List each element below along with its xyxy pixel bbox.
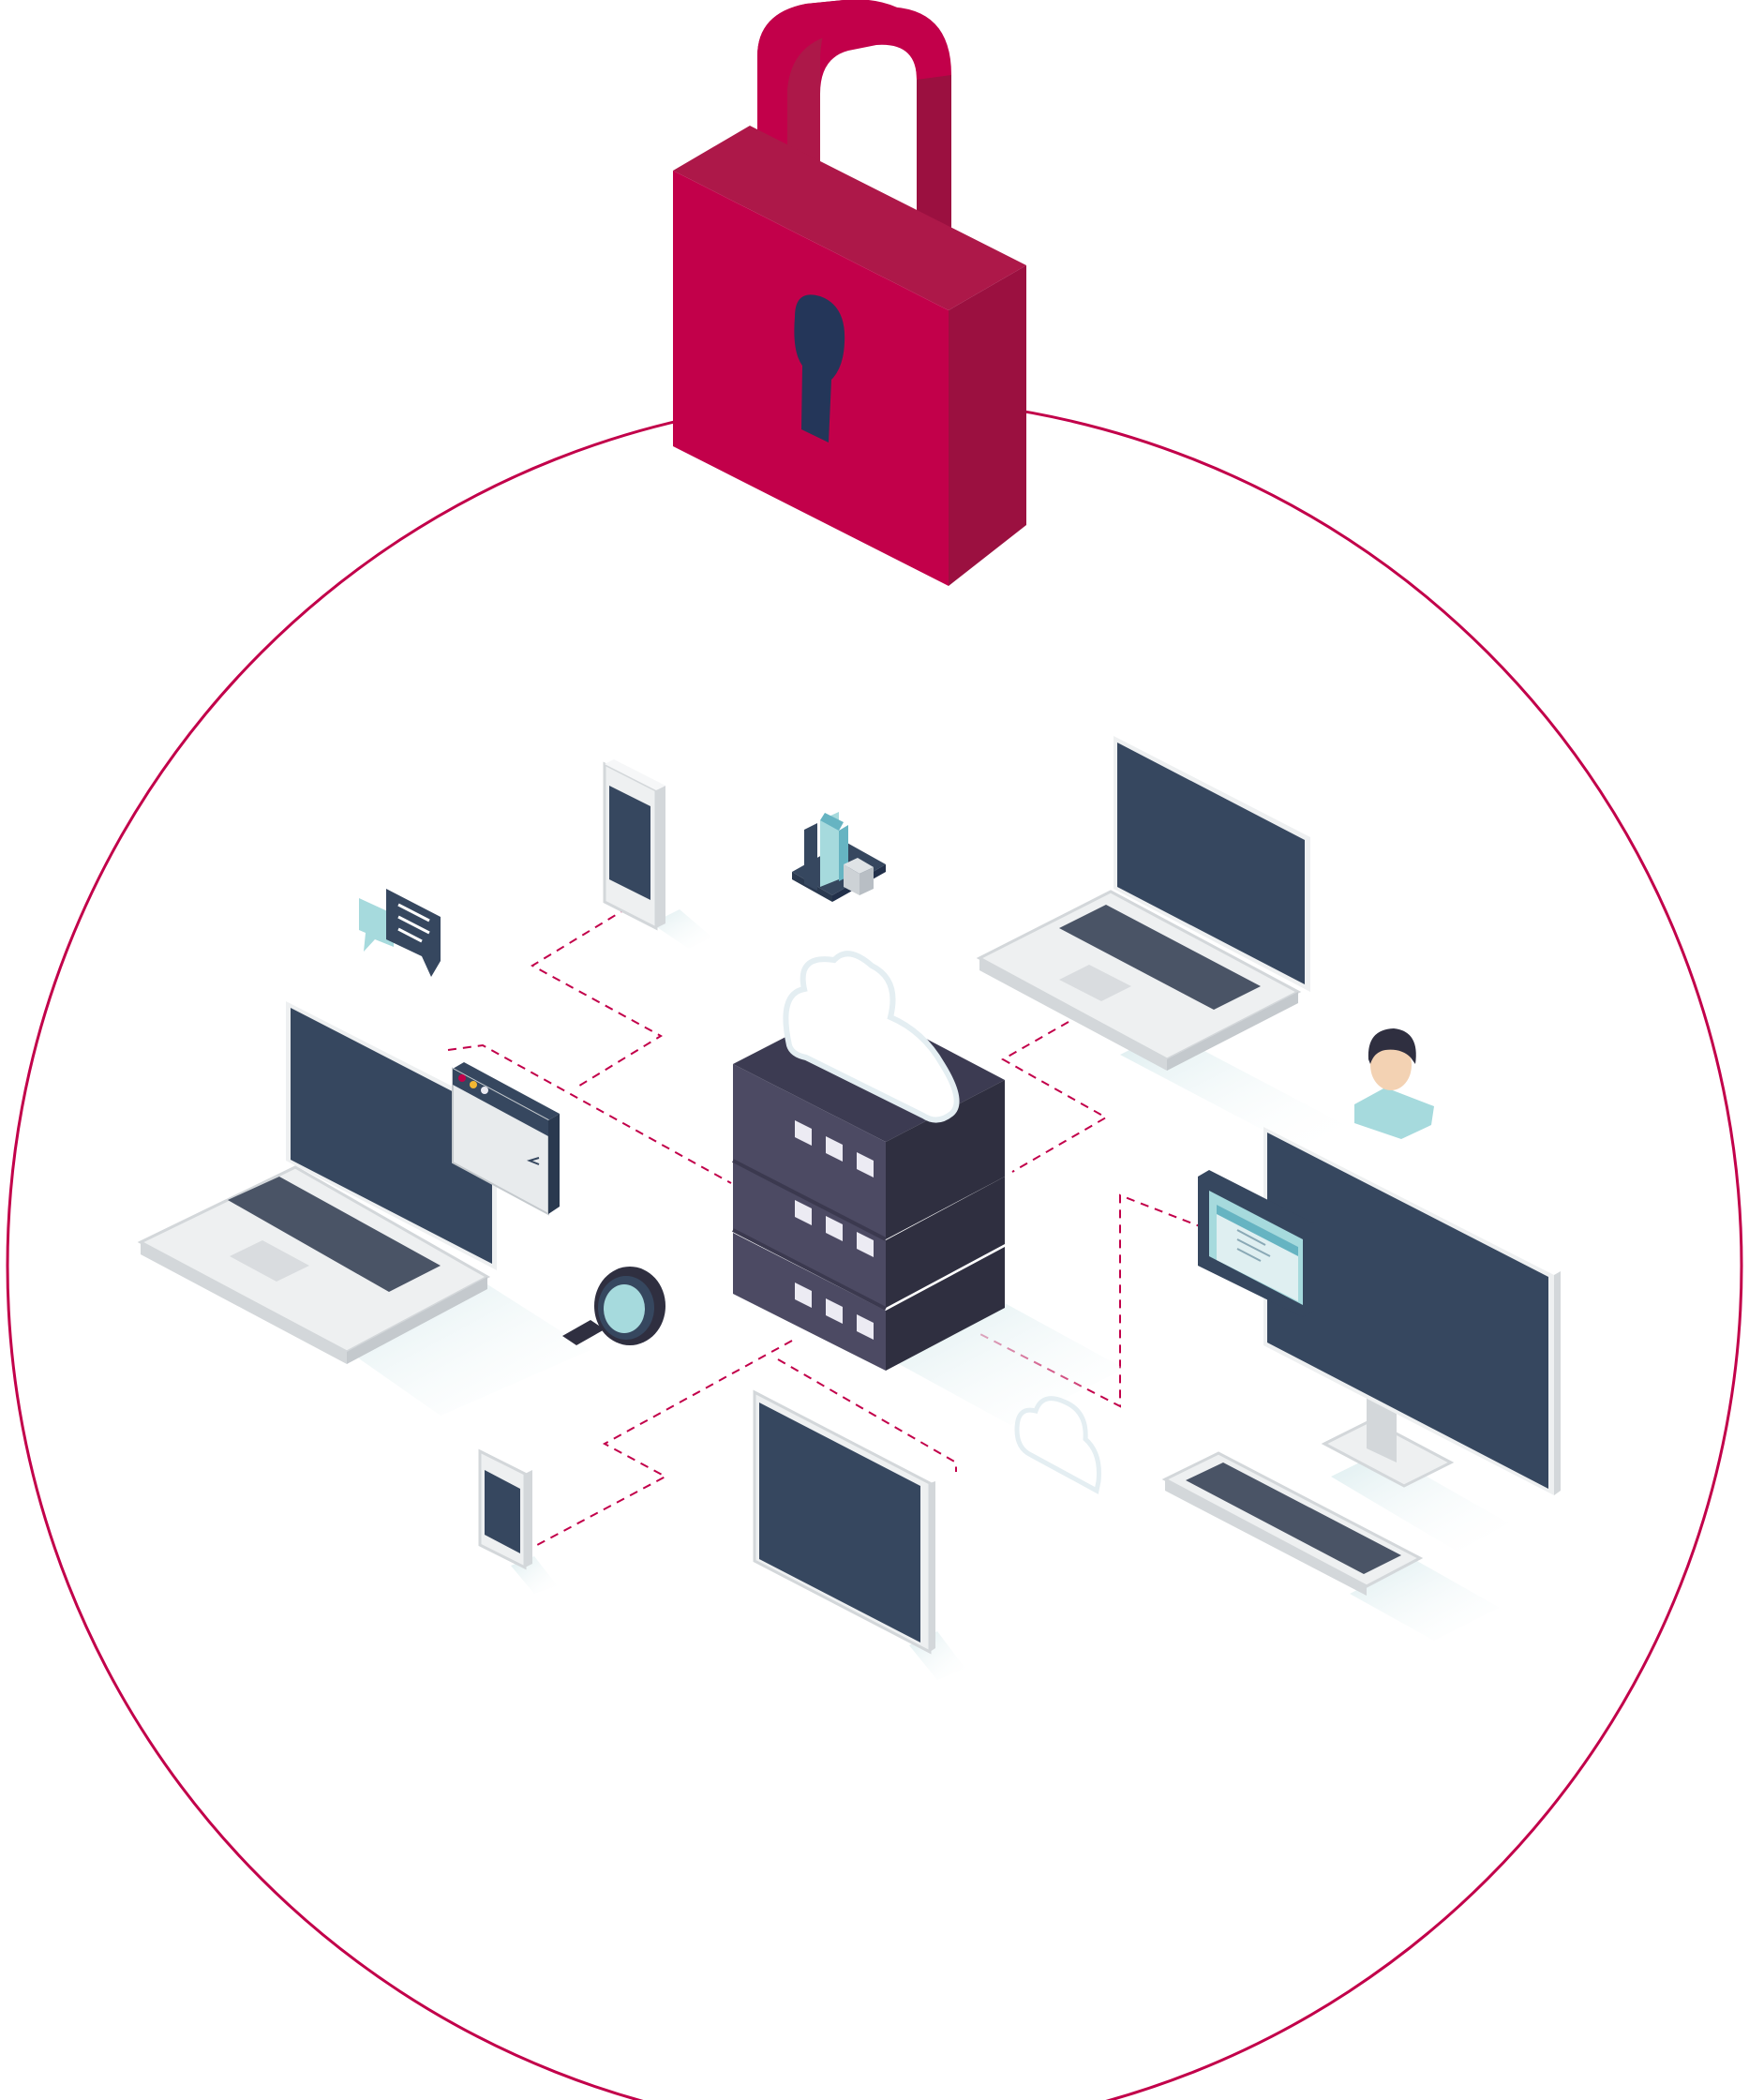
laptop-icon-left <box>137 1001 590 1416</box>
desktop-monitor-icon <box>1263 1127 1561 1552</box>
keyhole-icon <box>794 294 845 442</box>
magnifier-icon <box>562 1267 665 1345</box>
link-tablet <box>777 1358 957 1472</box>
link-laptop-right <box>1000 1021 1109 1173</box>
cloud-icon <box>783 951 960 1123</box>
smartphone-icon-bottom <box>478 1448 558 1594</box>
padlock-icon <box>673 0 1026 586</box>
chat-bubbles-icon <box>359 889 441 977</box>
smartphone-icon-top <box>603 759 712 949</box>
laptop-icon-right <box>976 736 1345 1148</box>
link-phone-bottom <box>524 1340 793 1552</box>
building-icon <box>792 812 886 902</box>
user-icon <box>1354 1028 1434 1139</box>
tablet-icon <box>753 1389 965 1680</box>
cloud-icon-small <box>1014 1396 1101 1494</box>
link-laptop-left <box>447 1043 732 1184</box>
link-phone-top <box>531 907 663 1088</box>
keyboard-icon <box>1161 1451 1500 1641</box>
dialog-window-icon <box>1198 1170 1314 1317</box>
browser-window-icon <box>452 1062 560 1216</box>
